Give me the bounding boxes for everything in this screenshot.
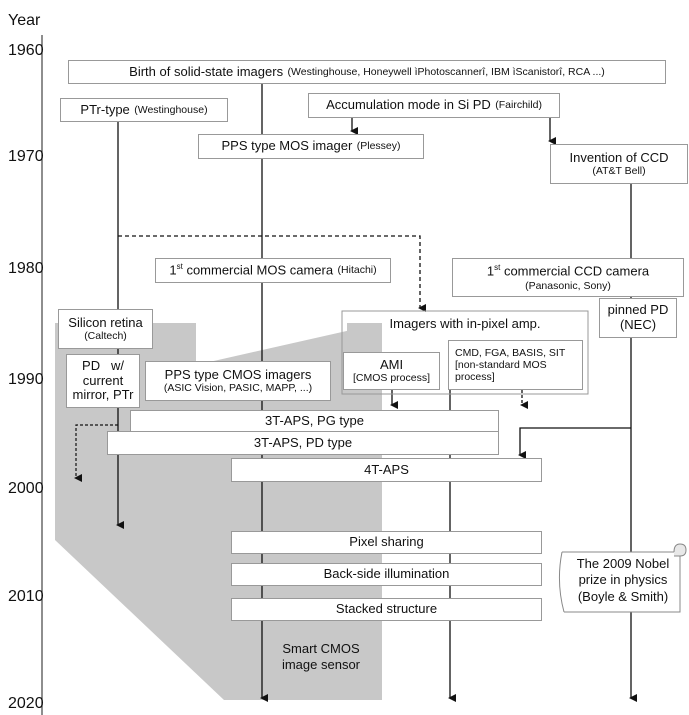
node-ptr-main: PTr-type <box>80 101 130 117</box>
node-bsi-main: Back-side illumination <box>323 566 450 582</box>
node-pinned-pd: pinned PD (NEC) <box>599 298 677 338</box>
year-1960: 1960 <box>8 42 44 59</box>
node-mos-camera: 1st commercial MOS camera (Hitachi) <box>155 258 391 283</box>
node-birth-sub: (Westinghouse, Honeywell ìPhotoscannerî,… <box>287 65 605 78</box>
node-3t-aps-pd-main: 3T-APS, PD type <box>253 434 353 450</box>
node-4t-aps: 4T-APS <box>231 458 542 482</box>
node-nobel-line2: prize in physics <box>578 572 668 588</box>
node-3t-aps-pg-main: 3T-APS, PG type <box>265 412 364 428</box>
in-pixel-group-outline <box>341 310 589 395</box>
node-3t-aps-pg: 3T-APS, PG type <box>130 410 499 432</box>
node-pd-mirror: PD w/ current mirror, PTr <box>66 354 140 408</box>
node-silicon-retina-main: Silicon retina <box>68 314 143 330</box>
node-in-pixel-title: Imagers with in-pixel amp. <box>389 316 541 331</box>
dashed-link-ptr-inpixel <box>118 235 426 312</box>
node-birth-main: Birth of solid-state imagers <box>129 63 284 79</box>
node-ccd-camera-sub: (Panasonic, Sony) <box>525 279 611 292</box>
node-ami-main: AMI <box>379 356 404 372</box>
smart-cmos-line1: Smart CMOS <box>282 641 360 656</box>
node-pd-mirror-line2: current <box>82 372 124 388</box>
node-pps-mos: PPS type MOS imager (Plessey) <box>198 134 424 159</box>
node-pps-mos-sub: (Plessey) <box>356 140 401 153</box>
flow-line-pinned-to-4t <box>518 427 631 459</box>
node-pps-cmos-sub: (ASIC Vision, PASIC, MAPP, ...) <box>163 382 313 395</box>
node-pps-mos-main: PPS type MOS imager <box>221 138 353 154</box>
node-stacked-main: Stacked structure <box>335 601 438 617</box>
node-pd-mirror-line3: mirror, PTr <box>72 387 134 403</box>
node-cmd-line2: [non-standard MOS <box>455 358 547 371</box>
node-cmd: CMD, FGA, BASIS, SIT [non-standard MOS p… <box>448 340 583 390</box>
node-mos-camera-main: commercial MOS camera <box>182 262 334 278</box>
node-pps-cmos-main: PPS type CMOS imagers <box>164 366 312 382</box>
year-1970: 1970 <box>8 148 44 165</box>
node-pixel-sharing-main: Pixel sharing <box>349 534 424 550</box>
node-pixel-sharing: Pixel sharing <box>231 531 542 554</box>
smart-cmos-label: Smart CMOS image sensor <box>266 641 376 674</box>
node-ami: AMI [CMOS process] <box>343 352 440 390</box>
node-ccd-camera-pre: 1 <box>486 263 495 279</box>
node-mos-camera-sub: (Hitachi) <box>337 264 377 277</box>
node-accumulation: Accumulation mode in Si PD (Fairchild) <box>308 93 560 118</box>
smart-cmos-line2: image sensor <box>281 657 361 673</box>
nobel-scroll-graphic <box>558 543 687 613</box>
node-pinned-pd-main: pinned PD <box>607 302 669 318</box>
node-accumulation-sub: (Fairchild) <box>495 99 542 112</box>
node-ccd-camera: 1st commercial CCD camera (Panasonic, So… <box>452 258 684 297</box>
node-silicon-retina: Silicon retina (Caltech) <box>58 309 153 349</box>
node-ccd-camera-sup: st <box>494 263 501 273</box>
node-silicon-retina-sub: (Caltech) <box>84 330 127 343</box>
node-back-side-illumination: Back-side illumination <box>231 563 542 586</box>
year-2020: 2020 <box>8 695 44 712</box>
node-ccd: Invention of CCD (AT&T Bell) <box>550 144 688 184</box>
node-nobel-line3: (Boyle & Smith) <box>577 588 669 604</box>
node-ccd-camera-main: commercial CCD camera <box>500 263 650 279</box>
node-pps-cmos: PPS type CMOS imagers (ASIC Vision, PASI… <box>145 361 331 401</box>
node-ptr-sub: (Westinghouse) <box>134 103 208 116</box>
node-cmd-line3: process] <box>455 371 495 384</box>
year-1990: 1990 <box>8 371 44 388</box>
node-stacked-structure: Stacked structure <box>231 598 542 621</box>
node-ami-sub: [CMOS process] <box>352 372 431 385</box>
node-nobel: The 2009 Nobel prize in physics (Boyle &… <box>563 556 683 605</box>
node-mos-camera-pre: 1 <box>169 262 177 278</box>
node-ccd-sub: (AT&T Bell) <box>592 165 646 178</box>
axis-title: Year <box>8 12 41 29</box>
node-ccd-main: Invention of CCD <box>569 149 669 165</box>
dashed-link-left <box>74 424 118 482</box>
node-mos-camera-sup: st <box>176 262 183 272</box>
node-4t-aps-main: 4T-APS <box>364 461 409 477</box>
node-nobel-line1: The 2009 Nobel <box>576 556 670 571</box>
node-pd-mirror-line1: PD w/ <box>82 357 124 373</box>
node-pinned-pd-sub: (NEC) <box>619 317 657 332</box>
node-accumulation-main: Accumulation mode in Si PD <box>326 97 491 113</box>
node-cmd-line1: CMD, FGA, BASIS, SIT <box>455 346 566 359</box>
node-birth: Birth of solid-state imagers (Westinghou… <box>68 60 666 84</box>
node-ptr: PTr-type (Westinghouse) <box>60 98 228 122</box>
node-3t-aps-pd: 3T-APS, PD type <box>107 431 499 455</box>
year-2010: 2010 <box>8 588 44 605</box>
year-1980: 1980 <box>8 260 44 277</box>
year-2000: 2000 <box>8 480 44 497</box>
